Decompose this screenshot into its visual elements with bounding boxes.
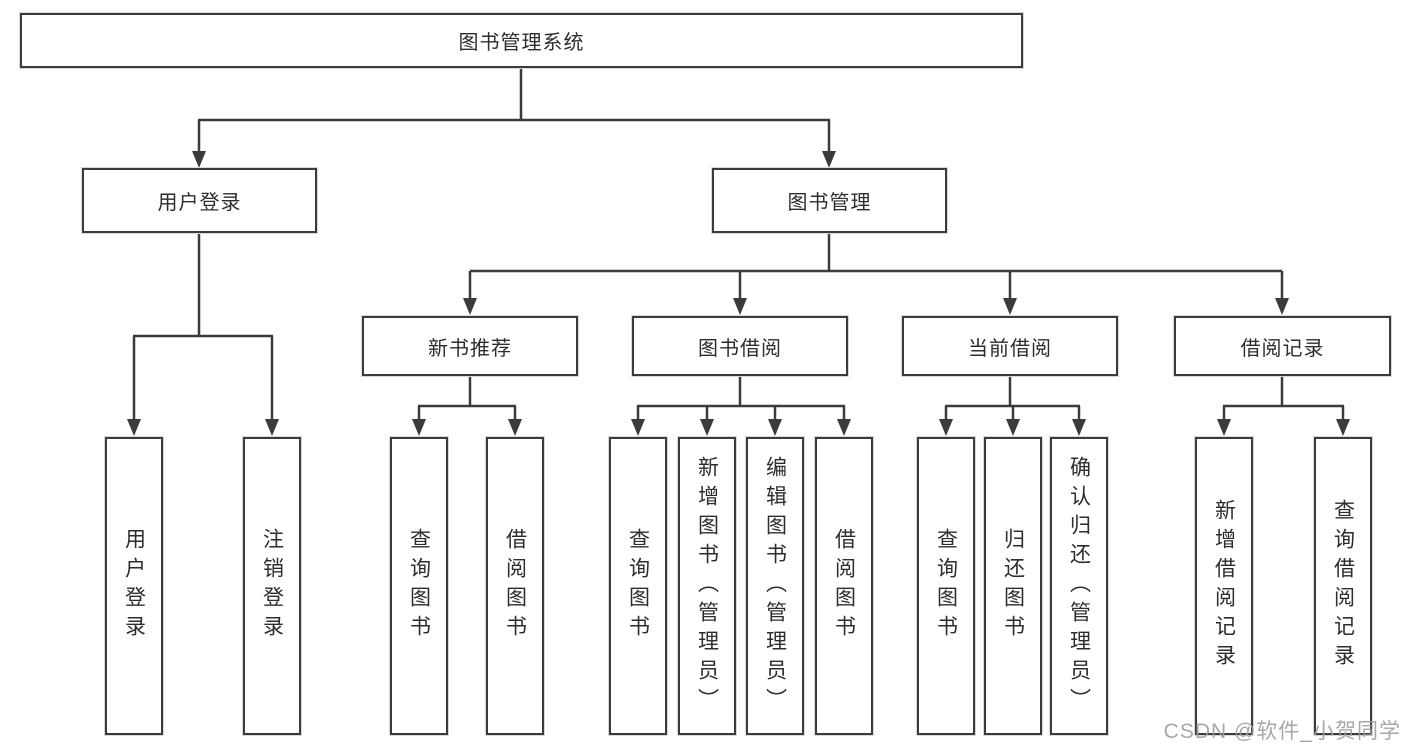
leaf-borrow-add-books-admin: 新增图书（管理员） — [678, 437, 736, 735]
leaf-borrow-edit-books-admin: 编辑图书（管理员） — [746, 437, 804, 735]
node-current-borrow: 当前借阅 — [902, 316, 1118, 376]
node-new-book-recommend: 新书推荐 — [362, 316, 578, 376]
node-book-management: 图书管理 — [712, 168, 947, 233]
leaf-current-query-books: 查询图书 — [917, 437, 975, 735]
node-book-borrow: 图书借阅 — [632, 316, 848, 376]
leaf-logout: 注销登录 — [243, 437, 301, 735]
leaf-record-add-borrow-record: 新增借阅记录 — [1195, 437, 1253, 735]
leaf-current-return-books: 归还图书 — [984, 437, 1042, 735]
leaf-current-confirm-return-admin: 确认归还（管理员） — [1050, 437, 1108, 735]
node-user-login: 用户登录 — [82, 168, 317, 233]
leaf-borrow-query-books: 查询图书 — [609, 437, 667, 735]
leaf-user-login: 用户登录 — [105, 437, 163, 735]
leaf-newbook-query-books: 查询图书 — [390, 437, 448, 735]
node-root-system-title: 图书管理系统 — [20, 13, 1023, 68]
leaf-record-query-borrow-record: 查询借阅记录 — [1314, 437, 1372, 735]
leaf-newbook-borrow-books: 借阅图书 — [486, 437, 544, 735]
leaf-borrow-borrow-books: 借阅图书 — [815, 437, 873, 735]
csdn-watermark: CSDN @软件_小贺同学 — [1163, 720, 1401, 743]
node-borrow-record: 借阅记录 — [1174, 316, 1391, 376]
